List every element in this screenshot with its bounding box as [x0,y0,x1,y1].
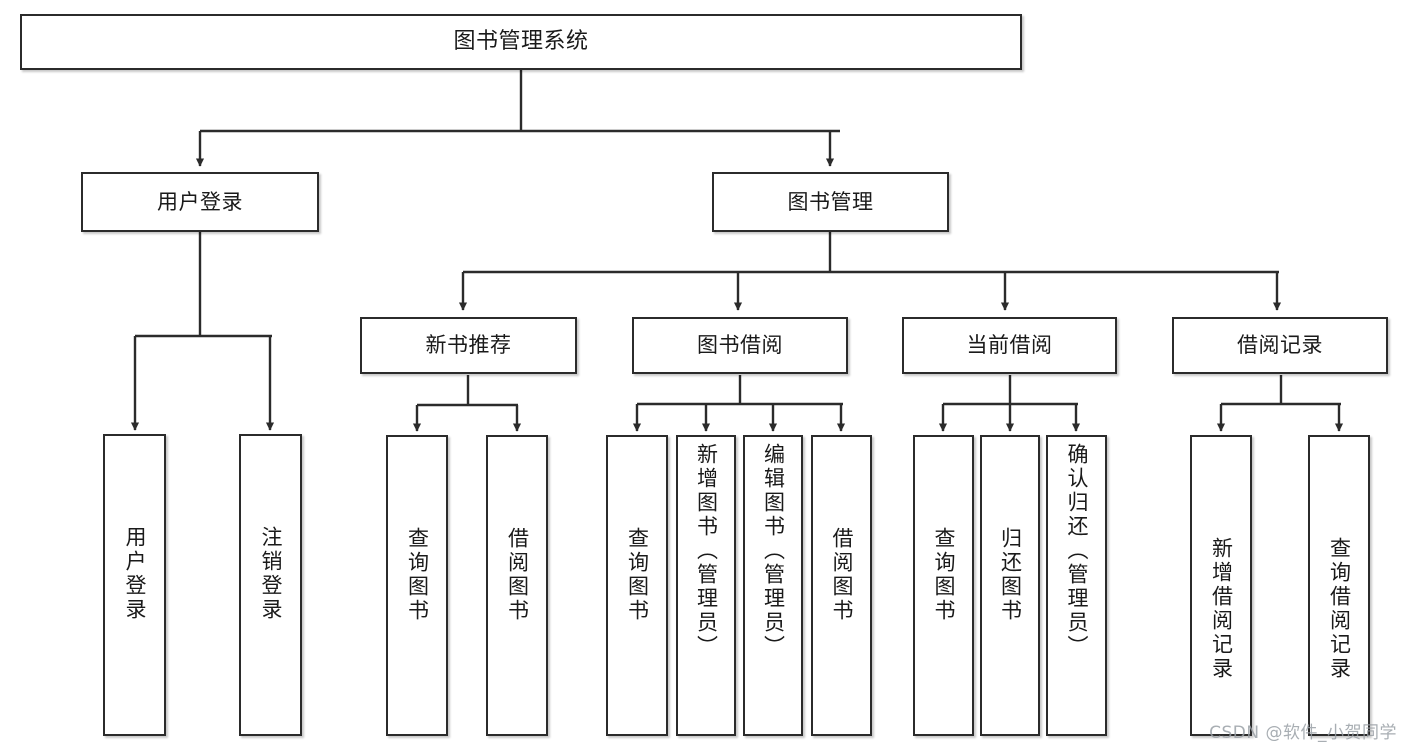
node-leaf-edit-book[interactable]: 编辑图书（管理员） [743,435,803,736]
node-leaf-edit-book-label: 编辑图书（管理员） [761,443,786,659]
node-leaf-confirm-return[interactable]: 确认归还（管理员） [1046,435,1107,736]
node-leaf-return-book[interactable]: 归还图书 [980,435,1040,736]
node-leaf-add-record[interactable]: 新增借阅记录 [1190,435,1252,736]
node-leaf-add-book[interactable]: 新增图书（管理员） [676,435,736,736]
node-leaf-query-book-1-label: 查询图书 [405,527,430,623]
node-leaf-query-book-2[interactable]: 查询图书 [606,435,668,736]
node-book-manage[interactable]: 图书管理 [712,172,949,232]
node-user-login-label: 用户登录 [157,189,243,214]
node-leaf-borrow-book-2[interactable]: 借阅图书 [811,435,872,736]
node-leaf-add-record-label: 新增借阅记录 [1209,537,1234,681]
node-leaf-query-book-2-label: 查询图书 [625,527,650,623]
node-leaf-add-book-label: 新增图书（管理员） [694,443,719,659]
node-leaf-query-record[interactable]: 查询借阅记录 [1308,435,1370,736]
node-new-book-recommend[interactable]: 新书推荐 [360,317,577,374]
node-current-borrow-label: 当前借阅 [966,333,1053,358]
node-leaf-confirm-return-label: 确认归还（管理员） [1065,443,1089,659]
node-root-system[interactable]: 图书管理系统 [20,14,1022,70]
csdn-watermark: CSDN @软件_小贺同学 [1209,723,1397,743]
node-leaf-user-login[interactable]: 用户登录 [103,434,166,736]
node-leaf-user-login-label: 用户登录 [123,526,147,622]
node-borrow-record-label: 借阅记录 [1237,333,1323,358]
node-new-book-recommend-label: 新书推荐 [425,333,512,358]
node-leaf-borrow-book-1[interactable]: 借阅图书 [486,435,548,736]
node-leaf-logout-label: 注销登录 [259,526,283,622]
node-leaf-return-book-label: 归还图书 [998,527,1023,623]
node-user-login[interactable]: 用户登录 [81,172,319,232]
node-book-borrow[interactable]: 图书借阅 [632,317,848,374]
node-root-system-label: 图书管理系统 [453,29,589,55]
node-leaf-query-record-label: 查询借阅记录 [1327,537,1352,681]
node-book-borrow-label: 图书借阅 [697,333,783,358]
node-current-borrow[interactable]: 当前借阅 [902,317,1117,374]
node-book-manage-label: 图书管理 [787,189,874,214]
node-leaf-logout[interactable]: 注销登录 [239,434,302,736]
node-leaf-query-book-1[interactable]: 查询图书 [386,435,448,736]
node-leaf-borrow-book-1-label: 借阅图书 [505,527,530,623]
node-leaf-query-book-3[interactable]: 查询图书 [913,435,974,736]
node-borrow-record[interactable]: 借阅记录 [1172,317,1388,374]
node-leaf-query-book-3-label: 查询图书 [932,527,956,623]
node-leaf-borrow-book-2-label: 借阅图书 [830,527,854,623]
